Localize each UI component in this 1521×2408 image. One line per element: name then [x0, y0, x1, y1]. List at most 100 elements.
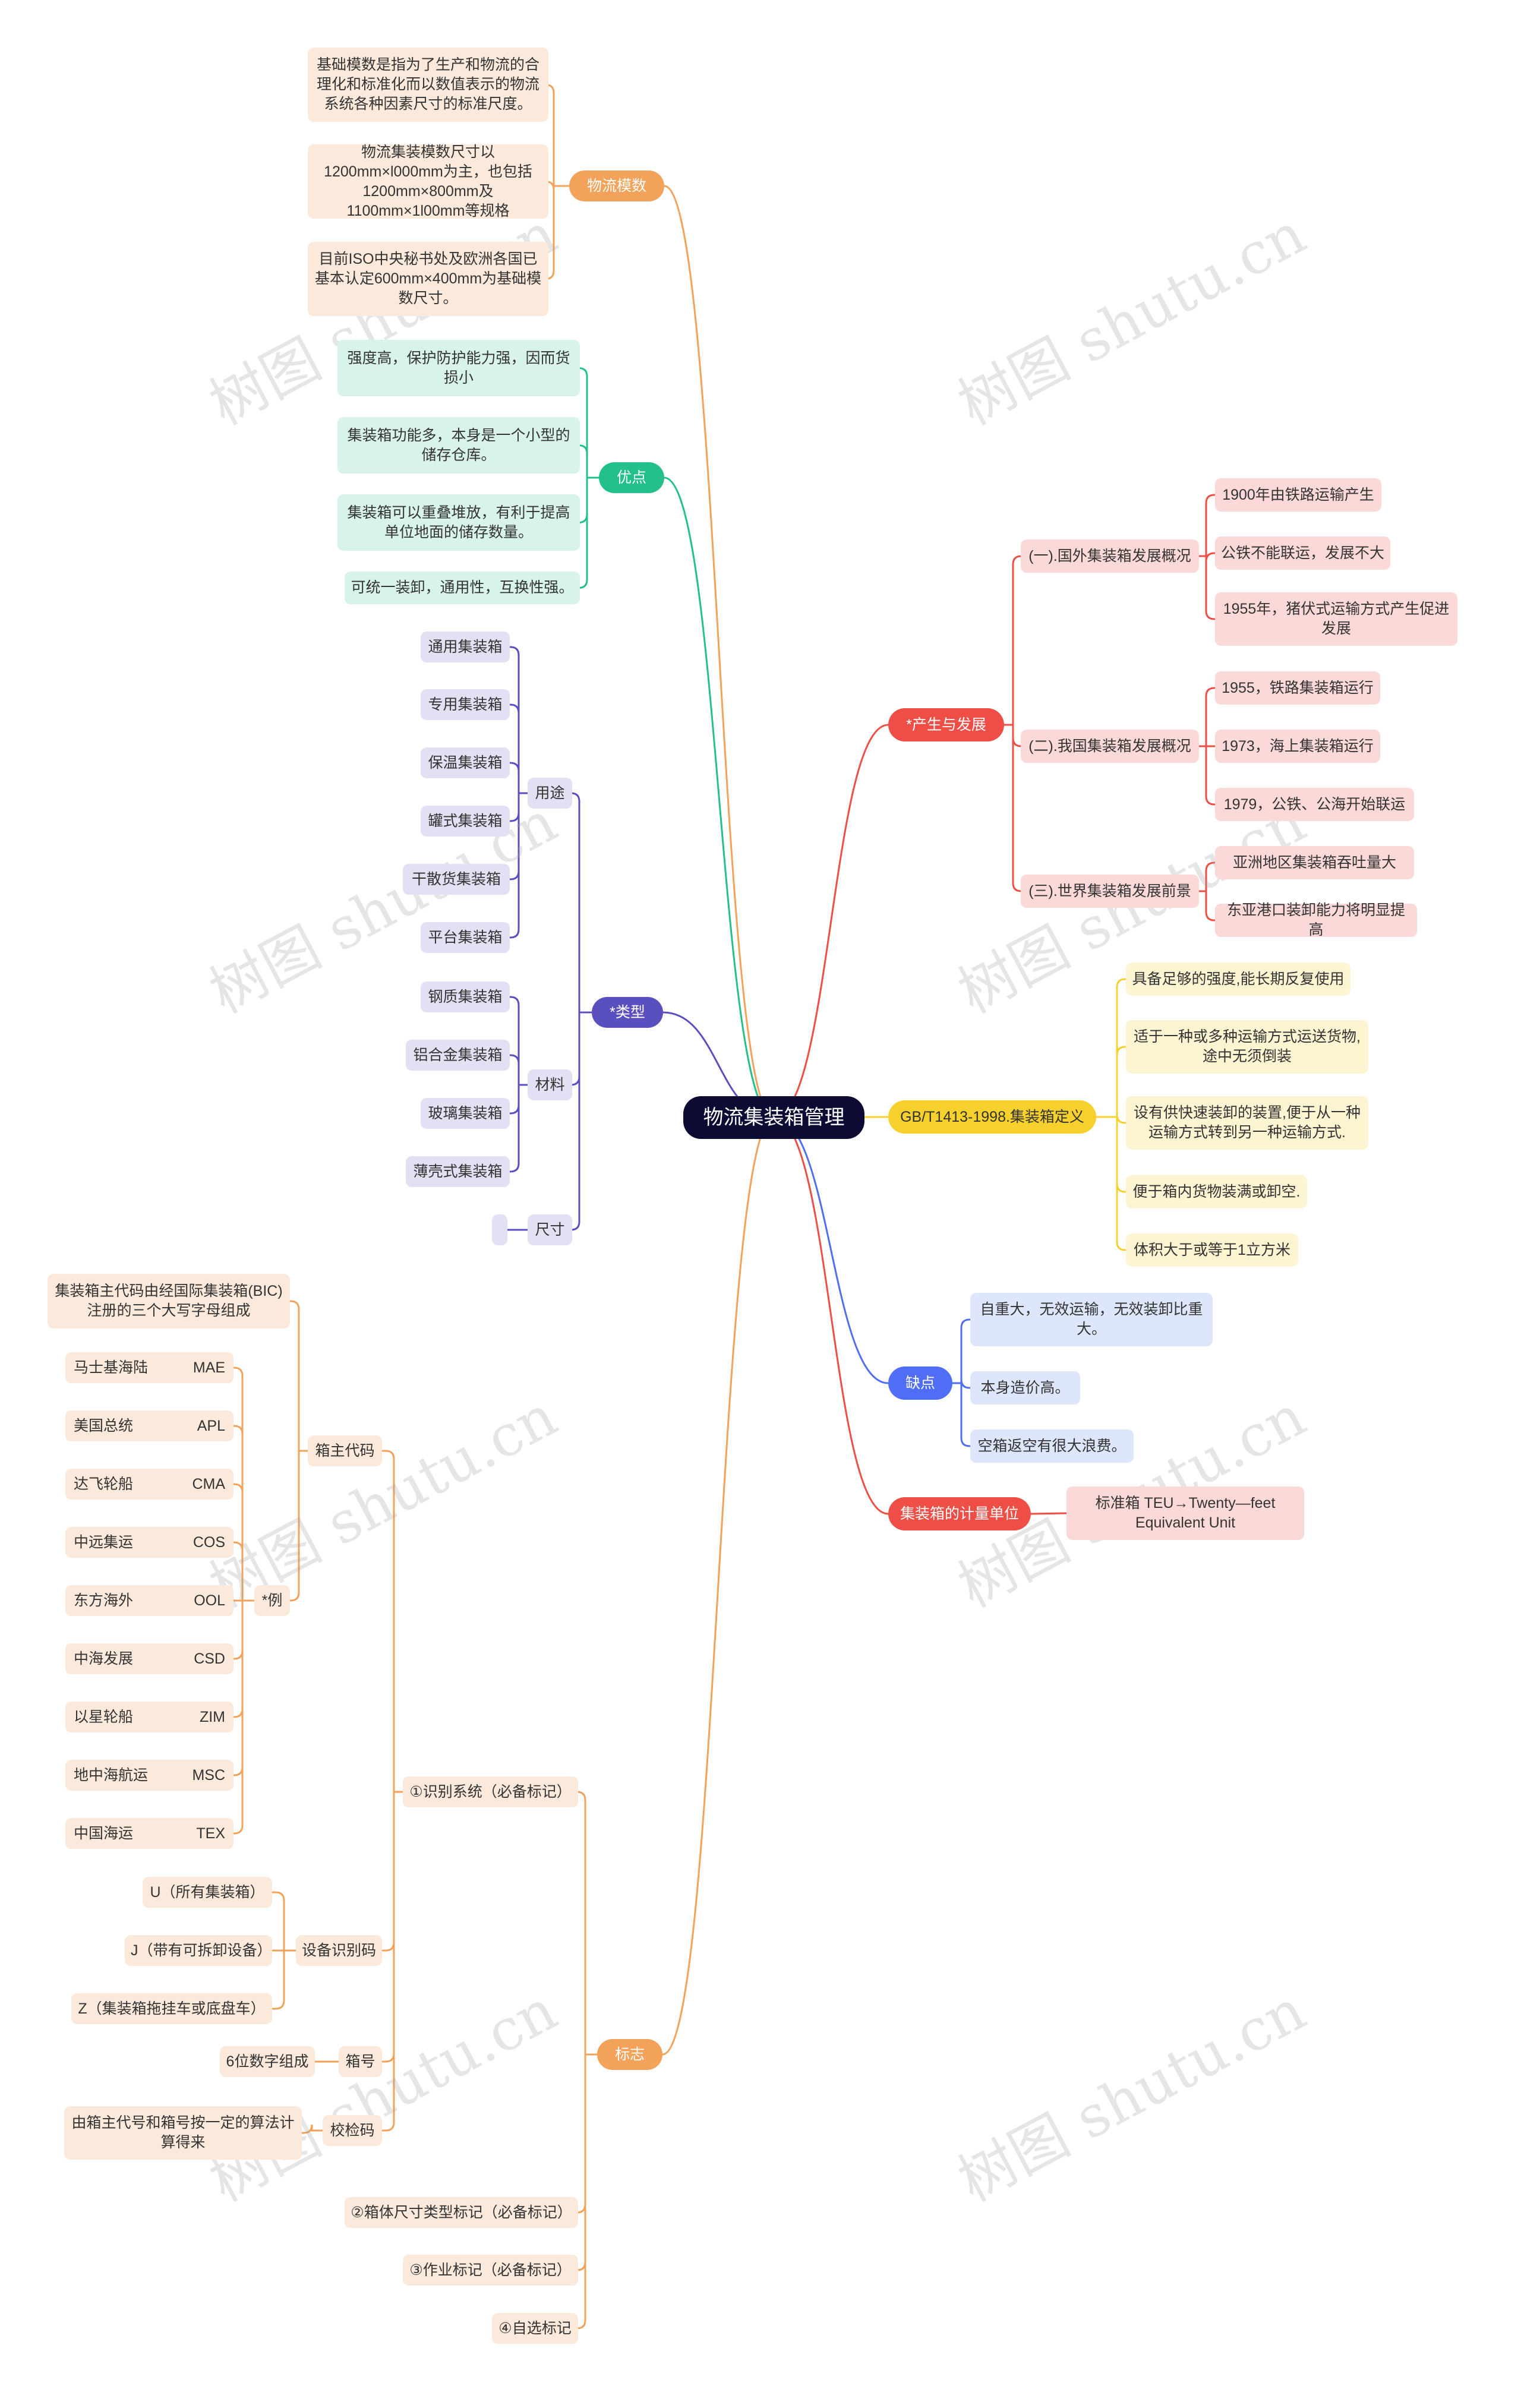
use-item-2[interactable]: 保温集装箱 [421, 747, 510, 778]
definition-item-1[interactable]: 适于一种或多种运输方式运送货物,途中无须倒装 [1126, 1020, 1368, 1074]
marks-identification[interactable]: ①识别系统（必备标记） [403, 1776, 578, 1807]
connector [510, 1084, 528, 1173]
connector [1004, 555, 1022, 726]
disadvantage-item-1[interactable]: 本身造价高。 [970, 1371, 1080, 1405]
types-use[interactable]: 用途 [528, 778, 572, 809]
root-node[interactable]: 物流集装箱管理 [683, 1096, 864, 1139]
connector [510, 792, 528, 939]
company-name: 马士基海陆 [74, 1359, 149, 1376]
modulus-item-2[interactable]: 目前ISO中央秘书处及欧洲各国已基本认定600mm×400mm为基础模数尺寸。 [308, 242, 548, 316]
connector [545, 185, 569, 280]
size-item-0[interactable] [492, 1214, 507, 1245]
use-item-5[interactable]: 平台集装箱 [421, 922, 510, 953]
china-item-1[interactable]: 1973，海上集装箱运行 [1215, 730, 1380, 763]
connector [1096, 1116, 1126, 1193]
connector [578, 476, 599, 589]
equipment-item-2[interactable]: Z（集装箱拖挂车或底盘车） [71, 1993, 272, 2024]
connector [545, 84, 569, 187]
marks-other-2[interactable]: ④自选标记 [492, 2313, 578, 2344]
connector [290, 1300, 308, 1452]
types-size[interactable]: 尺寸 [528, 1214, 572, 1245]
connector [576, 2053, 597, 2330]
connector [233, 1599, 254, 1776]
use-item-4[interactable]: 干散货集装箱 [403, 864, 510, 895]
definition-item-4[interactable]: 体积大于或等于1立方米 [1126, 1233, 1298, 1267]
company-name: 中远集运 [74, 1533, 134, 1551]
branch-types[interactable]: *类型 [592, 997, 663, 1028]
disadvantage-item-0[interactable]: 自重大，无效运输，无效装卸比重大。 [970, 1293, 1213, 1346]
modulus-item-0[interactable]: 基础模数是指为了生产和物流的合理化和标准化而以数值表示的物流系统各种因素尺寸的标… [308, 48, 548, 122]
owner-code-desc[interactable]: 集装箱主代码由经国际集装箱(BIC)注册的三个大写字母组成 [48, 1274, 290, 1328]
modulus-item-1[interactable]: 物流集装模数尺寸以1200mm×l000mm为主，也包括1200mm×800mm… [308, 144, 548, 219]
ident-equipment[interactable]: 设备识别码 [296, 1935, 382, 1966]
branch-disadvantages[interactable]: 缺点 [888, 1366, 952, 1400]
world-item-1[interactable]: 东亚港口装卸能力将明显提高 [1215, 902, 1417, 938]
china-item-0[interactable]: 1955，铁路集装箱运行 [1215, 671, 1380, 705]
advantage-item-2[interactable]: 集装箱可以重叠堆放，有利于提高单位地面的储存数量。 [337, 494, 580, 551]
equipment-item-0[interactable]: U（所有集装箱） [143, 1877, 272, 1908]
material-item-1[interactable]: 铝合金集装箱 [406, 1040, 510, 1071]
abroad-item-0[interactable]: 1900年由铁路运输产生 [1215, 478, 1381, 512]
origin-abroad[interactable]: (一).国外集装箱发展概况 [1021, 539, 1199, 573]
equipment-item-1[interactable]: J（带有可拆卸设备） [125, 1935, 272, 1966]
definition-item-2[interactable]: 设有供快速装卸的装置,便于从一种运输方式转到另一种运输方式. [1126, 1096, 1368, 1150]
branch-advantages[interactable]: 优点 [599, 462, 664, 493]
definition-item-0[interactable]: 具备足够的强度,能长期反复使用 [1126, 962, 1350, 996]
connector [578, 367, 599, 479]
connector [1199, 745, 1215, 806]
abroad-item-2[interactable]: 1955年，猪伏式运输方式产生促进发展 [1215, 592, 1457, 646]
branch-marks[interactable]: 标志 [597, 2039, 662, 2070]
marks-other-1[interactable]: ③作业标记（必备标记） [403, 2255, 578, 2286]
types-material[interactable]: 材料 [528, 1069, 572, 1100]
connector [233, 1425, 254, 1602]
use-item-0[interactable]: 通用集装箱 [421, 632, 510, 662]
check-item-0[interactable]: 由箱主代号和箱号按一定的算法计算得来 [64, 2106, 302, 2160]
use-item-1[interactable]: 专用集装箱 [421, 689, 510, 720]
definition-item-3[interactable]: 便于箱内货物装满或卸空. [1126, 1175, 1307, 1208]
use-item-3[interactable]: 罐式集装箱 [421, 806, 510, 837]
origin-world[interactable]: (三).世界集装箱发展前景 [1021, 875, 1199, 908]
box-no-item-0[interactable]: 6位数字组成 [220, 2046, 315, 2077]
marks-other-0[interactable]: ②箱体尺寸类型标记（必备标记） [345, 2197, 578, 2228]
advantage-item-1[interactable]: 集装箱功能多，本身是一个小型的储存仓库。 [337, 417, 580, 474]
material-item-0[interactable]: 钢质集装箱 [421, 981, 510, 1012]
origin-china[interactable]: (二).我国集装箱发展概况 [1021, 730, 1199, 763]
connector [1030, 1512, 1067, 1515]
connector [233, 1599, 254, 1835]
material-item-2[interactable]: 玻璃集装箱 [421, 1098, 510, 1129]
branch-definition[interactable]: GB/T1413-1998.集装箱定义 [888, 1100, 1096, 1134]
material-item-3[interactable]: 薄壳式集装箱 [406, 1156, 510, 1187]
connector [233, 1599, 254, 1660]
branch-unit[interactable]: 集装箱的计量单位 [888, 1497, 1031, 1530]
china-item-2[interactable]: 1979，公铁、公海开始联运 [1215, 788, 1414, 821]
connector [233, 1541, 254, 1602]
ident-box-no[interactable]: 箱号 [339, 2046, 382, 2077]
owner-code-example[interactable]: *例 [254, 1585, 290, 1616]
connector [290, 1450, 308, 1602]
advantage-item-0[interactable]: 强度高，保护防护能力强，因而货损小 [337, 340, 580, 396]
connector [302, 2124, 323, 2134]
connector [382, 1791, 403, 1952]
world-item-0[interactable]: 亚洲地区集装箱吞吐量大 [1215, 846, 1414, 879]
connector [664, 185, 774, 1119]
abroad-item-1[interactable]: 公铁不能联运，发展不大 [1215, 536, 1390, 570]
unit-item-0[interactable]: 标准箱 TEU→Twenty—feet Equivalent Unit [1066, 1487, 1304, 1540]
connector [774, 1116, 889, 1384]
branch-modulus[interactable]: 物流模数 [569, 171, 664, 201]
connector [1199, 555, 1215, 620]
ident-owner-code[interactable]: 箱主代码 [308, 1435, 382, 1466]
disadvantage-item-2[interactable]: 空箱返空有很大浪费。 [970, 1429, 1134, 1463]
advantage-item-3[interactable]: 可统一装卸，通用性，互换性强。 [345, 572, 580, 604]
ident-check[interactable]: 校检码 [323, 2115, 382, 2146]
company-code: TEX [196, 1825, 225, 1842]
branch-origin[interactable]: *产生与发展 [888, 708, 1004, 741]
